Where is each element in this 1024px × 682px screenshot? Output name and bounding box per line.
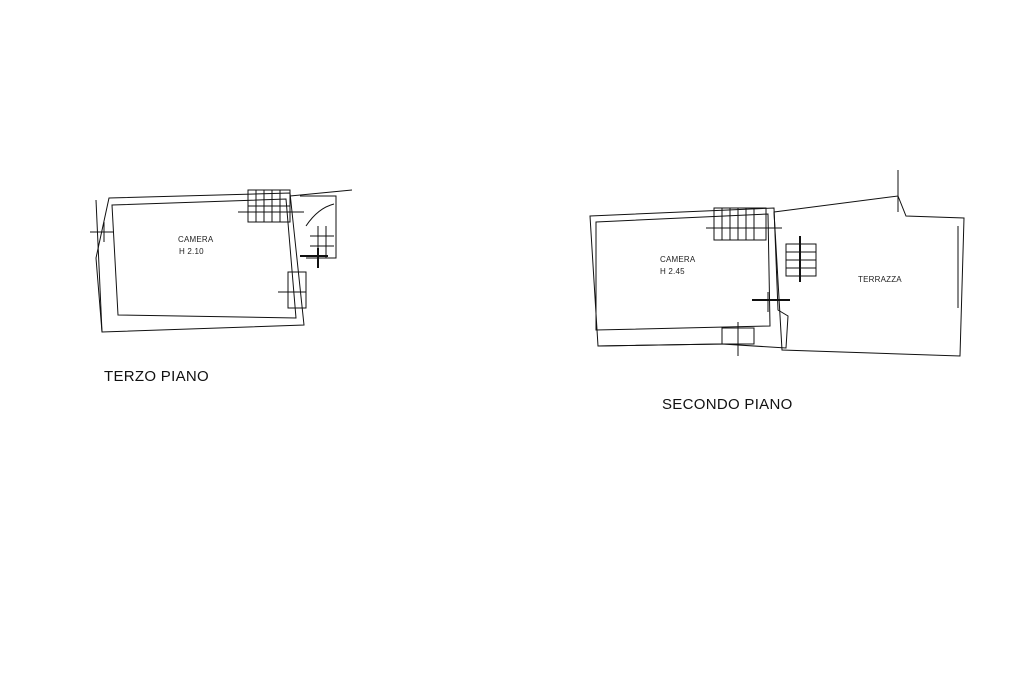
third-floor-plan (90, 189, 353, 333)
third-floor-staircase (238, 189, 304, 223)
second-floor-inner-wall (595, 213, 771, 331)
third-floor-outer-wall (95, 192, 305, 333)
third-floor-title: TERZO PIANO (104, 368, 209, 385)
second-floor-outer-wall (589, 207, 789, 349)
terrace-label: TERRAZZA (858, 275, 902, 284)
third-floor-room-name: CAMERA (178, 235, 214, 244)
second-floor-room-height: H 2.45 (660, 267, 685, 276)
second-floor-staircase (706, 207, 782, 241)
second-floor-plan (589, 170, 965, 357)
third-floor-inner-wall (111, 198, 297, 319)
third-floor-landing (289, 189, 353, 259)
second-floor-room-name: CAMERA (660, 255, 696, 264)
third-floor-room-height: H 2.10 (179, 247, 204, 256)
second-floor-title: SECONDO PIANO (662, 396, 793, 413)
second-floor-small-stair (785, 236, 817, 282)
